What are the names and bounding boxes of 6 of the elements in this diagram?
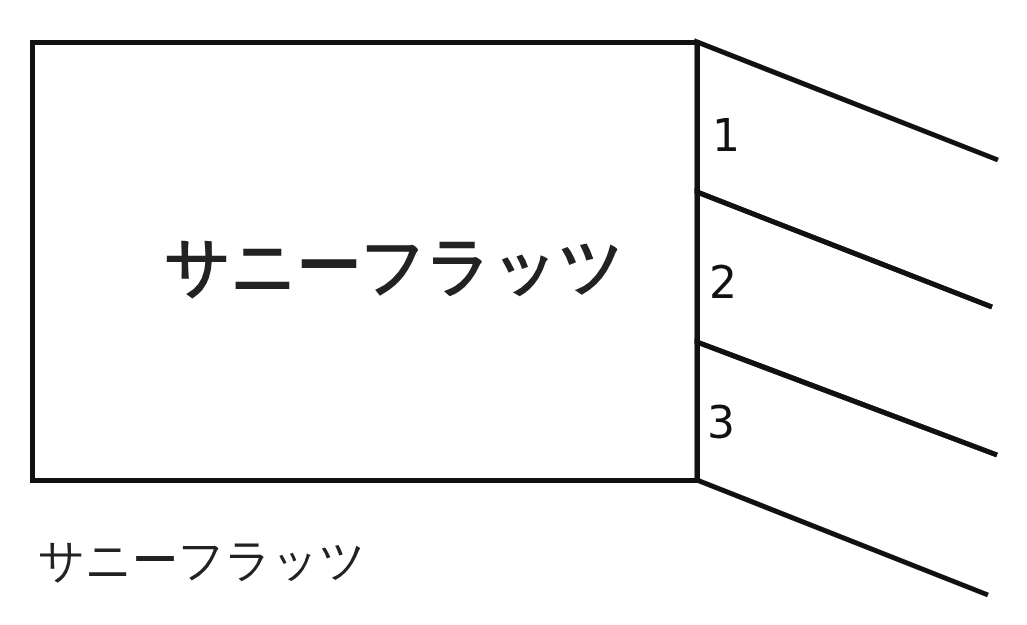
space-number: 3 <box>707 397 735 448</box>
building-name: サニーフラッツ <box>165 228 625 305</box>
space-number: 1 <box>712 110 740 161</box>
building-label: サニーフラッツ <box>38 532 366 589</box>
building-outline <box>30 40 700 483</box>
space-number: 2 <box>709 257 737 308</box>
